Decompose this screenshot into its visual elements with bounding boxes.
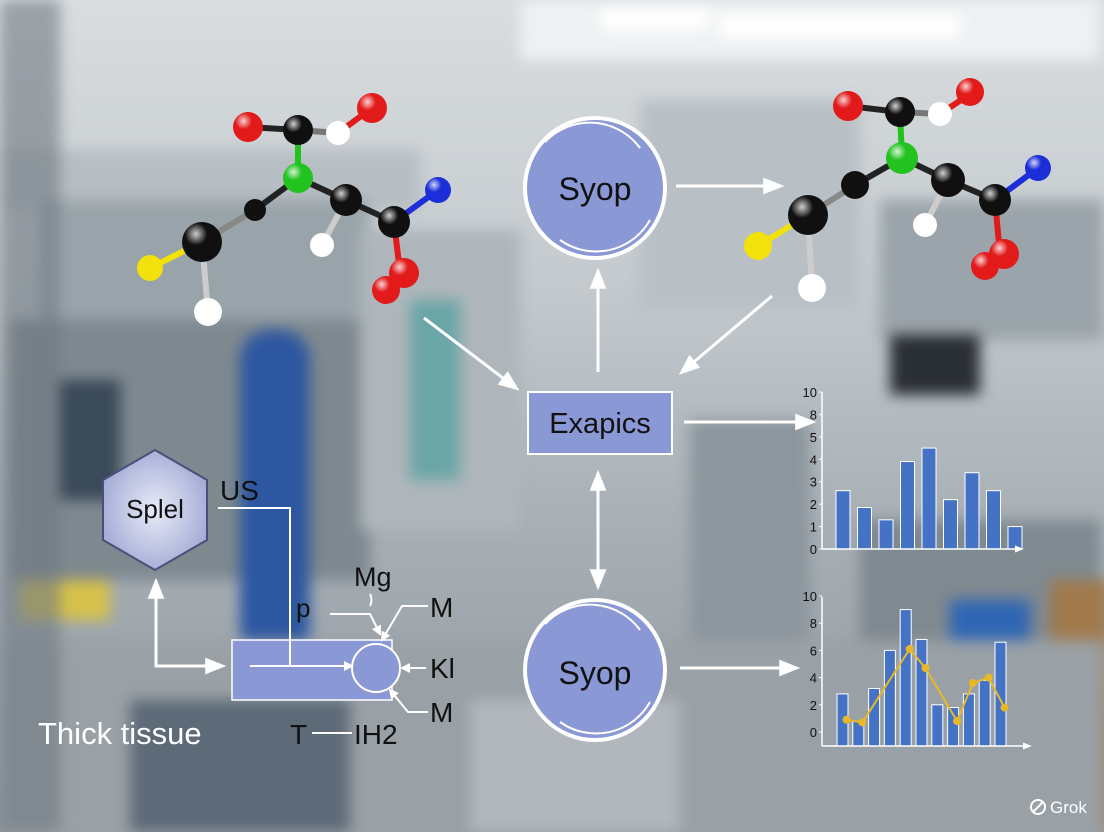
carbon-atom [841,171,869,199]
carbon-atom [244,199,266,221]
chart1-bar [1007,526,1023,550]
p-label: p [296,593,310,623]
hydrogen-atom [928,102,952,126]
arrow-molecule-to-exapics [423,316,520,391]
chart2-yticks: 0 2 4 6 8 10 [803,589,822,740]
t-label: T [290,719,307,750]
flow-arrows [147,177,817,677]
arrow-molecule-to-exapics-right [678,294,773,375]
chart1-ytick-label: 1 [810,520,817,535]
splel-label: Splel [126,494,184,524]
syop-label-top: Syop [559,171,632,207]
chart2-line-point [905,645,914,654]
chart2-ytick-label: 4 [810,671,817,686]
molecule-right [744,78,1051,302]
chart2-line-point [1000,703,1009,712]
exapics-node: Exapics [527,391,673,455]
chart1-bar [964,472,980,550]
chart1-ytick-label: 10 [803,385,817,400]
molecule-left [137,93,451,326]
hydrogen-atom [798,274,826,302]
chart1-ytick-label: 5 [810,430,817,445]
chart2-ytick-label: 0 [810,725,817,740]
chart1-ytick-label: 3 [810,475,817,490]
m-label-top: M [430,592,453,623]
chart1-ytick-label: 4 [810,452,817,467]
chart2-line-point [984,673,993,682]
arrow-splel-to-box [147,577,227,675]
chart2-bar [883,649,896,747]
chart2-line-point [968,679,977,688]
us-label: US [220,475,259,506]
chart2-ytick-label: 8 [810,616,817,631]
chart2-line-series [842,645,1009,727]
circuit-lines [218,507,428,734]
chart2-bar [915,639,928,747]
chart2-bar [899,609,912,747]
chart2-line-point [921,664,930,673]
grok-watermark: Grok [1030,798,1087,817]
chart1-bar [943,499,958,550]
hydrogen-atom [913,213,937,237]
syop-node-bottom: Syop [523,598,667,742]
bar-chart-top: 0 1 2 3 4 5 8 10 [803,385,1024,557]
splel-node: Splel [102,448,208,572]
exapics-label: Exapics [549,408,651,440]
syop-node-top: Syop [523,116,667,260]
bar-line-chart-bottom: 0 2 4 6 8 10 [803,589,1032,750]
grok-logo-icon [1030,799,1046,815]
mixer-circle [351,643,401,693]
chart1-bar [921,447,937,550]
chart1-bar [900,461,915,550]
chart1-yticks: 0 1 2 3 4 5 8 10 [803,385,822,557]
chart1-bars [835,447,1023,550]
chart1-bar [986,490,1001,550]
chart2-line-point [858,718,867,727]
chart1-ytick-label: 0 [810,542,817,557]
syop-label-bottom: Syop [559,655,632,691]
mg-label: Mg [354,562,392,592]
chart1-bar [878,519,894,550]
m-label-bottom: M [430,697,453,728]
chart2-ytick-label: 6 [810,643,817,658]
chart2-ytick-label: 10 [803,589,817,604]
hydrogen-atom [326,121,350,145]
process-box [231,639,401,701]
chart2-line-point [842,715,851,724]
chart2-line-point [953,717,962,726]
chart2-bar [978,679,991,747]
kl-label: Kl [430,653,455,684]
chart1-ytick-label: 8 [810,407,817,422]
chart2-bar [931,704,944,747]
hydrogen-atom [310,233,334,257]
chart2-ytick-label: 2 [810,698,817,713]
sulfur-atom [744,232,772,260]
watermark-text: Grok [1050,798,1087,817]
chart1-ytick-label: 2 [810,497,817,512]
chart1-bar [835,490,851,550]
sulfur-atom [137,255,163,281]
ih2-label: IH2 [354,719,398,750]
chart1-bar [857,507,872,550]
hydrogen-atom [194,298,222,326]
thick-tissue-label: Thick tissue [38,716,202,751]
